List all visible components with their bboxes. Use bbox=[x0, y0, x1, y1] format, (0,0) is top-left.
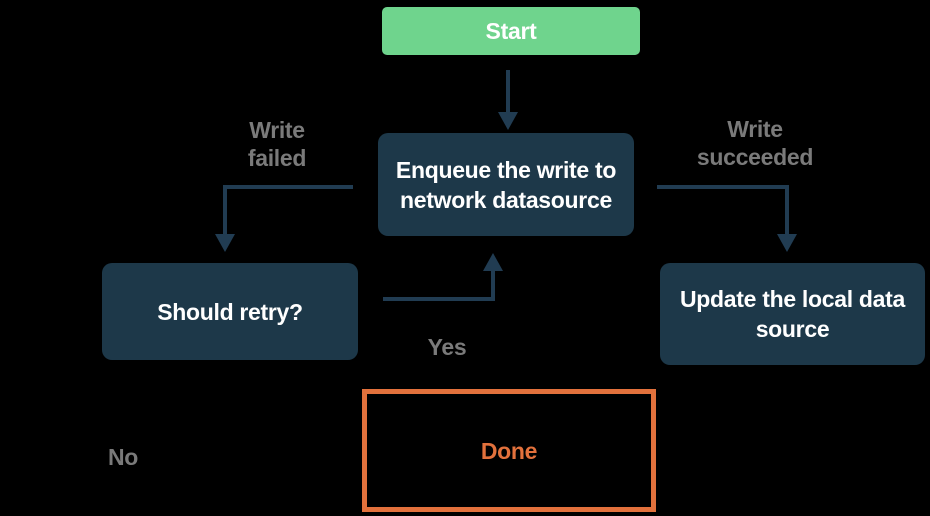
node-update-local-datasource: Update the local data source bbox=[660, 263, 925, 365]
edge-label-write-failed: Write failed bbox=[247, 117, 307, 171]
edge-should-retry-to-enqueue bbox=[383, 269, 495, 301]
arrowhead-enqueue-to-should-retry bbox=[215, 234, 235, 252]
arrowhead-start-to-enqueue bbox=[498, 112, 518, 130]
arrowhead-enqueue-to-update-local bbox=[777, 234, 797, 252]
edge-label-no: No bbox=[107, 444, 139, 470]
node-enqueue-write: Enqueue the write to network datasource bbox=[378, 133, 634, 236]
edge-enqueue-to-update-local bbox=[657, 185, 789, 236]
node-done: Done bbox=[362, 389, 656, 512]
edge-label-write-succeeded: Write succeeded bbox=[696, 116, 814, 170]
arrowhead-should-retry-to-enqueue bbox=[483, 253, 503, 271]
edge-enqueue-to-should-retry bbox=[223, 185, 353, 236]
edge-label-yes: Yes bbox=[427, 334, 467, 360]
node-should-retry: Should retry? bbox=[102, 263, 358, 360]
node-start: Start bbox=[382, 7, 640, 55]
